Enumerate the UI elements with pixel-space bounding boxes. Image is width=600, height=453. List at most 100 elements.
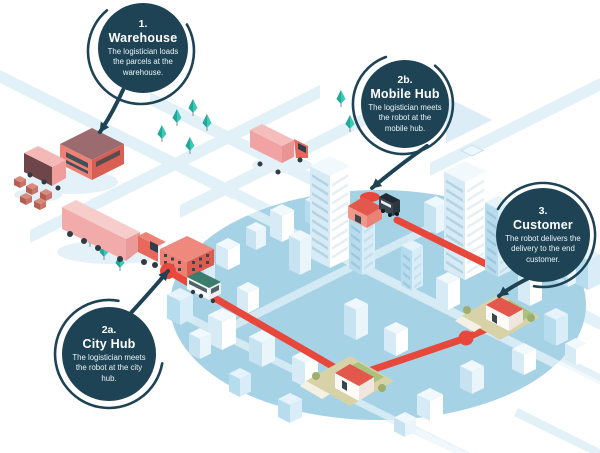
shape — [20, 193, 32, 199]
shape — [384, 322, 408, 334]
shape — [312, 192, 328, 205]
shape — [185, 137, 190, 151]
shape — [446, 251, 463, 265]
shape — [208, 308, 236, 322]
shape — [312, 183, 328, 196]
shape — [188, 99, 193, 113]
shape — [256, 227, 266, 250]
shape — [414, 280, 421, 289]
shape — [216, 244, 228, 270]
shape — [364, 242, 373, 252]
step-bubble-customer: 3. Customer The robot delivers the deliv… — [496, 188, 590, 282]
shape — [332, 246, 348, 259]
shape — [444, 161, 486, 182]
shape — [180, 294, 193, 325]
shape — [200, 333, 211, 359]
road — [514, 408, 600, 453]
shape — [403, 253, 410, 262]
shape — [487, 210, 496, 220]
shape — [467, 242, 484, 256]
shape — [487, 264, 496, 274]
shape — [460, 366, 472, 394]
shape — [487, 219, 496, 229]
shape — [414, 253, 421, 262]
shape — [270, 204, 294, 216]
shape — [401, 240, 423, 251]
customer-house — [455, 294, 540, 340]
shape — [524, 349, 536, 375]
arrow-to-city-hub — [128, 269, 170, 316]
shape — [312, 219, 328, 232]
shape — [292, 356, 305, 387]
shape — [332, 192, 348, 205]
route-leg-mobilehub — [393, 216, 496, 271]
bubble-ring — [53, 298, 164, 410]
shape — [430, 394, 443, 421]
shape — [332, 237, 348, 250]
shape — [312, 174, 328, 187]
loading-truck — [24, 146, 66, 191]
shape — [228, 244, 240, 270]
shape — [544, 308, 568, 320]
shape — [364, 251, 373, 261]
shape — [270, 210, 282, 242]
semi-truck — [62, 200, 166, 268]
shape — [172, 109, 177, 123]
step-description: The logistician loads the parcels at the… — [107, 47, 179, 77]
shape — [289, 230, 311, 241]
shape — [248, 287, 259, 313]
shape — [240, 373, 251, 397]
shape — [189, 328, 211, 339]
shape — [216, 238, 240, 250]
shape — [351, 242, 360, 252]
shape — [332, 219, 348, 232]
shape — [403, 262, 410, 271]
shape — [332, 201, 348, 214]
shape — [336, 90, 341, 104]
shape — [14, 176, 26, 182]
parcel-boxes — [14, 176, 52, 210]
shape — [436, 272, 460, 284]
delivery-robot — [379, 193, 400, 217]
shape — [512, 343, 536, 355]
shape — [332, 183, 348, 196]
shape — [544, 314, 556, 346]
shape — [157, 125, 162, 139]
shape — [446, 233, 463, 247]
shape — [401, 245, 412, 291]
shape — [414, 271, 421, 280]
shape — [229, 368, 251, 379]
shape — [332, 228, 348, 241]
shape — [282, 210, 294, 242]
shape — [417, 394, 430, 421]
shape — [364, 260, 373, 270]
shape — [262, 336, 275, 367]
shape — [446, 179, 463, 193]
shape — [229, 373, 240, 397]
step-number: 3. — [538, 205, 548, 218]
robot-tram — [187, 271, 221, 304]
shape — [246, 227, 256, 250]
shape — [500, 264, 509, 274]
shape — [412, 245, 423, 291]
shape — [467, 197, 484, 211]
triangle-decoration — [446, 97, 492, 143]
step-title: Warehouse — [108, 31, 178, 46]
shape — [312, 237, 328, 250]
shape — [362, 216, 375, 275]
step-number: 2a. — [101, 324, 117, 337]
shape — [436, 278, 448, 310]
step-bubble-warehouse: 1. Warehouse The logistician loads the p… — [98, 3, 188, 93]
arrow-to-warehouse — [98, 88, 125, 134]
shape — [414, 262, 421, 271]
shape — [167, 288, 193, 301]
shape — [446, 260, 463, 274]
shape — [467, 215, 484, 229]
shape — [417, 388, 443, 401]
shape — [237, 282, 259, 293]
shape — [394, 417, 405, 437]
shape — [222, 315, 236, 350]
shape — [487, 237, 496, 247]
annotation-rings — [53, 9, 597, 410]
